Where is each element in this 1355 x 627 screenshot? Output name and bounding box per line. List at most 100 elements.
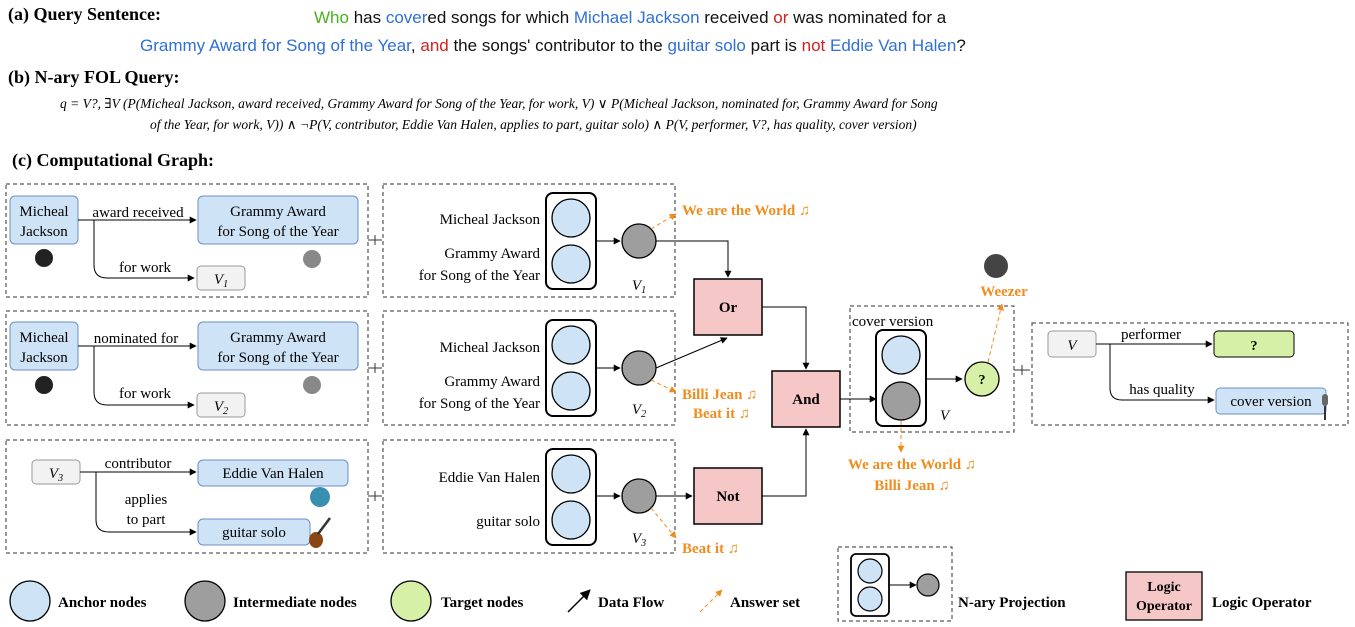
eddie-van-halen-photo-icon	[310, 487, 330, 507]
query-sentence-line-2: Grammy Award for Song of the Year, and t…	[140, 36, 966, 56]
graph1: Micheal Jackson award received Grammy Aw…	[9, 195, 359, 291]
grammy-award-photo-icon	[303, 250, 321, 268]
final-answer-top: Weezer	[980, 284, 1028, 300]
proj2: Micheal Jackson Grammy Award for Song of…	[419, 319, 757, 422]
query-segment: guitar solo	[667, 36, 746, 55]
graph3-rel: contributor	[105, 456, 172, 472]
svg-text:Micheal: Micheal	[19, 330, 68, 346]
proj1-anchor-node	[551, 198, 591, 238]
svg-text:Eddie Van Halen: Eddie Van Halen	[439, 470, 541, 486]
microphone-icon	[1322, 394, 1328, 420]
svg-text:Intermediate nodes: Intermediate nodes	[233, 595, 357, 611]
query-segment: part is	[745, 36, 802, 55]
right-graph-box	[1031, 322, 1349, 426]
svg-text:And: And	[792, 392, 820, 408]
svg-text:We are the World ♫: We are the World ♫	[848, 457, 976, 473]
section-a-title: (a) Query Sentence:	[8, 4, 161, 24]
operator-or: Or	[693, 278, 763, 336]
svg-text:V3: V3	[632, 531, 646, 549]
final-target-node	[964, 361, 1000, 397]
query-segment: not	[801, 36, 826, 55]
graph2-rel: nominated for	[94, 331, 179, 347]
michael-jackson-photo-icon	[35, 249, 53, 267]
fol-query-line-2: of the Year, for work, V)) ∧ ¬P(V, contr…	[150, 117, 917, 132]
proj3: Eddie Van Halen guitar solo V3 Beat it ♫	[439, 448, 739, 557]
svg-text:for Song of the Year: for Song of the Year	[419, 396, 540, 412]
right-graph: V performer ? has quality cover version	[1047, 327, 1328, 420]
proj1-anchor-node	[551, 244, 591, 284]
query-segment: Michael Jackson	[573, 8, 700, 27]
svg-text:?: ?	[979, 373, 986, 388]
proj1-intermediate-node	[621, 223, 657, 259]
query-sentence-line-1: Who has covered songs for which Michael …	[314, 8, 946, 28]
proj3-anchor-node	[551, 454, 591, 494]
fol-query-line-1: q = V?, ∃V (P(Micheal Jackson, award rec…	[60, 96, 938, 111]
final-intermediate-node	[881, 381, 921, 421]
michael-jackson-photo-icon	[35, 376, 53, 394]
query-segment: cover	[385, 8, 428, 27]
proj2-intermediate-node	[621, 350, 657, 386]
legend-answer-arrow	[699, 589, 723, 613]
final-proj-box	[849, 305, 1015, 433]
operator-and: And	[771, 370, 841, 428]
svg-text:?: ?	[1251, 339, 1258, 354]
svg-text:Grammy Award: Grammy Award	[230, 204, 326, 220]
svg-text:Not: Not	[716, 489, 739, 505]
svg-text:V1: V1	[632, 278, 646, 296]
grammy-award-photo-icon	[303, 376, 321, 394]
proj3-intermediate-node	[621, 478, 657, 514]
svg-text:V: V	[1067, 338, 1078, 354]
svg-text:Logic Operator: Logic Operator	[1212, 595, 1312, 611]
svg-text:Billi Jean ♫: Billi Jean ♫	[682, 387, 757, 403]
query-segment: Eddie Van Halen	[830, 36, 957, 55]
graph2-qual: for work	[119, 386, 172, 402]
query-segment: was nominated for a	[788, 8, 947, 27]
query-segment: has	[348, 8, 386, 27]
query-segment: ,	[410, 36, 421, 55]
svg-text:Grammy Award: Grammy Award	[230, 330, 326, 346]
query-segment: and	[420, 36, 449, 55]
svg-text:for Song of the Year: for Song of the Year	[419, 268, 540, 284]
graph3-target	[197, 459, 349, 487]
svg-text:Billi Jean ♫: Billi Jean ♫	[874, 478, 949, 494]
svg-text:Logic: Logic	[1147, 580, 1180, 595]
svg-text:N-ary Projection: N-ary Projection	[958, 595, 1066, 611]
svg-text:Grammy Award: Grammy Award	[444, 374, 540, 390]
svg-text:Data Flow: Data Flow	[598, 595, 664, 611]
svg-text:Micheal Jackson: Micheal Jackson	[440, 340, 541, 356]
legend-intermediate-node	[184, 580, 226, 622]
graph3-target-text: Eddie Van Halen	[222, 466, 324, 482]
graph3: V3 contributor Eddie Van Halen applies t…	[31, 456, 349, 548]
final-proj-label: cover version	[852, 314, 934, 330]
graph1-anchor-l2: Jackson	[20, 224, 68, 240]
proj2-anchor-node	[551, 371, 591, 411]
svg-text:Answer set: Answer set	[730, 595, 800, 611]
svg-text:Jackson: Jackson	[20, 350, 68, 366]
svg-text:guitar solo: guitar solo	[476, 514, 540, 530]
graph2-var	[196, 392, 246, 418]
query-segment: ed songs for which	[427, 8, 574, 27]
svg-text:Anchor nodes: Anchor nodes	[58, 595, 147, 611]
svg-text:Beat it ♫: Beat it ♫	[693, 406, 750, 422]
graph1-target	[197, 195, 359, 245]
box-connectors	[368, 235, 382, 501]
svg-text:applies: applies	[125, 492, 168, 508]
svg-text:V2: V2	[632, 402, 646, 420]
legend: Anchor nodes Intermediate nodes Target n…	[9, 546, 1312, 622]
svg-text:for Song of the Year: for Song of the Year	[217, 350, 338, 366]
svg-text:Grammy Award: Grammy Award	[444, 246, 540, 262]
graph1-anchor-l1: Micheal	[19, 204, 68, 220]
graph1-var	[196, 265, 246, 291]
query-segment: received	[699, 8, 774, 27]
svg-text:V: V	[940, 408, 951, 424]
svg-text:cover version: cover version	[1230, 394, 1312, 410]
legend-anchor-node	[9, 580, 51, 622]
graph3-qual-target-text: guitar solo	[222, 525, 286, 541]
svg-text:Operator: Operator	[1136, 599, 1192, 614]
guitar-icon	[309, 517, 331, 548]
proj3-anchor-node	[551, 500, 591, 540]
right-graph-target	[1213, 330, 1295, 358]
svg-text:Micheal Jackson: Micheal Jackson	[440, 212, 541, 228]
section-b-title: (b) N-ary FOL Query:	[8, 67, 180, 87]
legend-flow-arrow	[567, 589, 591, 613]
